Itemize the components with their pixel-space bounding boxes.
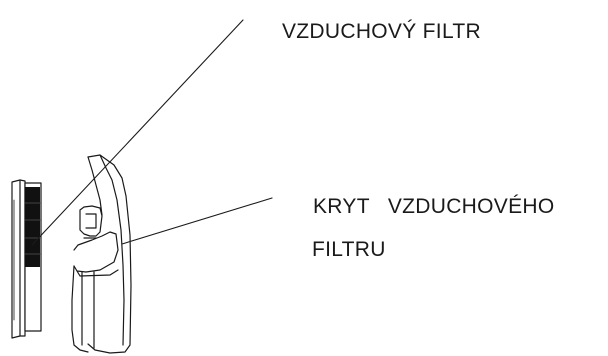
air-filter-part bbox=[11, 179, 42, 339]
air-filter-label: VZDUCHOVÝ FILTR bbox=[282, 20, 481, 43]
filter-cover-label-line2: FILTRU bbox=[312, 238, 386, 261]
leader-line-air-filter bbox=[31, 19, 244, 246]
filter-cover-part bbox=[71, 154, 132, 354]
filter-cover-label-line1: KRYT VZDUCHOVÉHO bbox=[313, 195, 555, 218]
leader-line-filter-cover bbox=[121, 197, 273, 245]
filter-media bbox=[25, 187, 40, 267]
